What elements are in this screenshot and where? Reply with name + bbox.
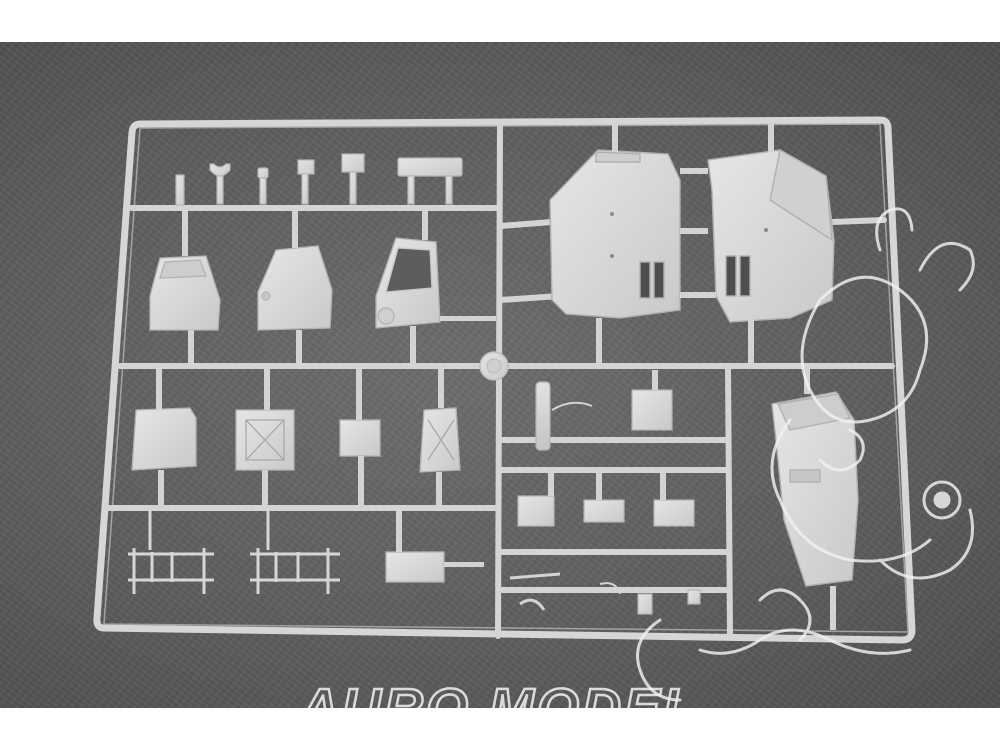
small-parts-center-right: [509, 370, 701, 615]
ladder-parts: [128, 510, 340, 594]
watermark-logo: [636, 207, 975, 702]
small-parts-top-left: [175, 153, 463, 206]
sprue-center-hub: [479, 351, 509, 381]
watermark-text-logo: AURO MODEL: [297, 677, 699, 708]
top-white-margin: [0, 0, 1000, 42]
photo: AURO MODEL: [0, 42, 1000, 708]
box-parts-row-3: [131, 366, 461, 508]
large-body-panels: [549, 124, 835, 364]
panel-row-2: [149, 210, 496, 364]
bottom-box-part: [385, 510, 484, 583]
sprue-drawing: AURO MODEL: [93, 116, 975, 708]
svg-text:AURO MODEL: AURO MODEL: [298, 678, 699, 708]
sprue-frame: [93, 116, 916, 644]
bottom-white-margin: [0, 708, 1000, 750]
